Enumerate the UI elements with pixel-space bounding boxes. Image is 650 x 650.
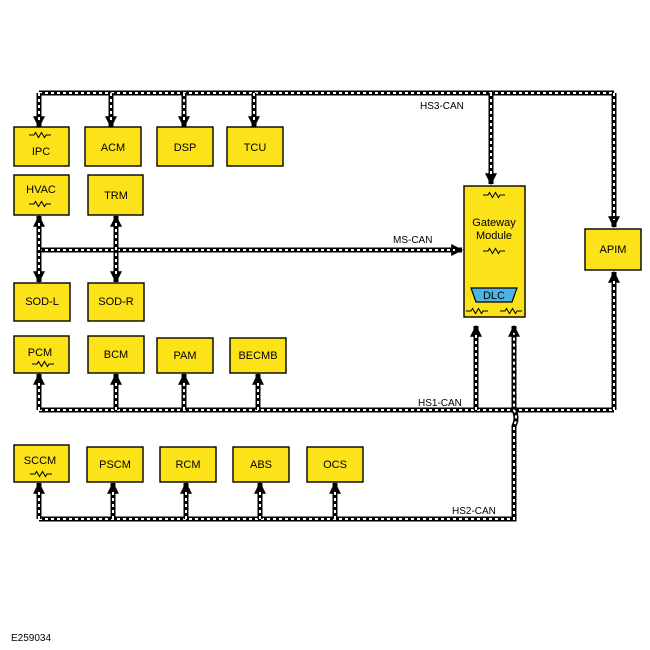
module-trm: TRM bbox=[87, 174, 144, 216]
dlc-label: DLC bbox=[483, 290, 505, 302]
module-tcu-label: TCU bbox=[244, 142, 267, 154]
module-apim-label: APIM bbox=[600, 244, 627, 256]
module-sod-r-label: SOD-R bbox=[98, 296, 134, 308]
module-sccm-label: SCCM bbox=[24, 455, 56, 467]
module-bcm: BCM bbox=[87, 335, 145, 374]
hs3-can-bus bbox=[32, 90, 621, 229]
hs1-can-bus bbox=[32, 270, 621, 413]
module-hvac-label: HVAC bbox=[26, 184, 56, 196]
bus-lines bbox=[32, 90, 621, 522]
dlc-connector: DLC bbox=[470, 287, 518, 303]
hs2-can-bus bbox=[32, 324, 521, 522]
module-pscm: PSCM bbox=[86, 446, 144, 483]
module-rcm-label: RCM bbox=[175, 459, 200, 471]
ms-can-bus bbox=[32, 214, 464, 284]
module-rcm: RCM bbox=[159, 446, 217, 483]
gateway-label-line2: Module bbox=[476, 230, 512, 242]
module-pcm: PCM bbox=[13, 335, 70, 374]
module-ocs-label: OCS bbox=[323, 459, 347, 471]
ms-can-label: MS-CAN bbox=[393, 235, 432, 246]
module-acm: ACM bbox=[84, 126, 142, 167]
module-pscm-label: PSCM bbox=[99, 459, 131, 471]
module-dsp: DSP bbox=[156, 126, 214, 167]
module-becmb-label: BECMB bbox=[238, 350, 277, 362]
module-pcm-label: PCM bbox=[28, 347, 52, 359]
module-sccm: SCCM bbox=[13, 444, 70, 483]
gateway-label-line1: Gateway bbox=[472, 217, 516, 229]
module-apim: APIM bbox=[584, 228, 642, 271]
gateway-module: Gateway Module DLC bbox=[463, 185, 526, 318]
module-hvac: HVAC bbox=[13, 174, 70, 216]
module-bcm-label: BCM bbox=[104, 349, 128, 361]
module-sod-l-label: SOD-L bbox=[25, 296, 59, 308]
module-pam: PAM bbox=[156, 337, 214, 374]
module-trm-label: TRM bbox=[104, 190, 128, 202]
module-abs: ABS bbox=[232, 446, 290, 483]
module-ocs: OCS bbox=[306, 446, 364, 483]
hs2-can-label: HS2-CAN bbox=[452, 506, 496, 517]
module-abs-label: ABS bbox=[250, 459, 272, 471]
module-sod-r: SOD-R bbox=[87, 282, 145, 322]
hs1-can-label: HS1-CAN bbox=[418, 398, 462, 409]
module-sod-l: SOD-L bbox=[13, 282, 71, 322]
module-tcu: TCU bbox=[226, 126, 284, 167]
module-ipc: IPC bbox=[13, 126, 70, 167]
module-dsp-label: DSP bbox=[174, 142, 197, 154]
figure-id: E259034 bbox=[11, 633, 51, 644]
hs3-can-label: HS3-CAN bbox=[420, 101, 464, 112]
module-ipc-label: IPC bbox=[32, 146, 50, 158]
module-becmb: BECMB bbox=[229, 337, 287, 374]
module-acm-label: ACM bbox=[101, 142, 125, 154]
module-pam-label: PAM bbox=[173, 350, 196, 362]
